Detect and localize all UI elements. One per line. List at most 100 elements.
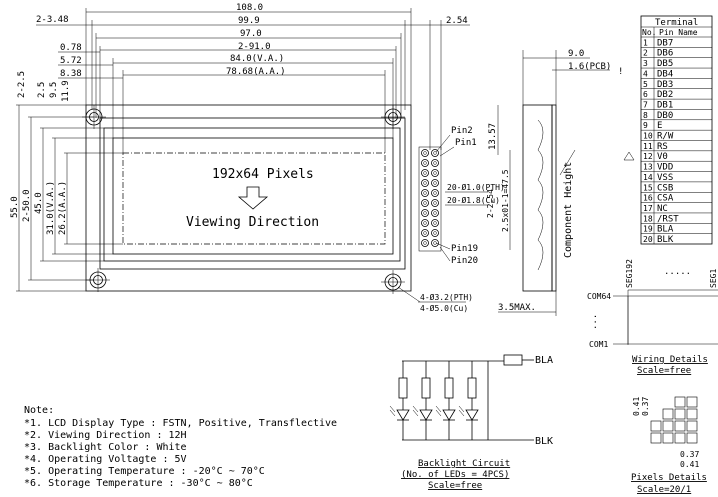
- terminal-row-pin: VSS: [657, 173, 673, 183]
- pin20-label: Pin20: [451, 256, 478, 266]
- pin-hole: [433, 191, 437, 195]
- terminal-row-no: 7: [643, 100, 648, 109]
- terminal-row-pin: V0: [657, 152, 668, 162]
- dim-55: 55.0: [10, 196, 20, 218]
- pixel-cell: [686, 420, 698, 432]
- wiring-details: SEG192 SEG1 COM64 COM1 ..... ... Wiring …: [587, 259, 718, 376]
- pixel-cell: [674, 420, 686, 432]
- pin1-label: Pin1: [455, 138, 477, 148]
- terminal-row-pin: /RST: [657, 214, 679, 224]
- terminal-row-pin: VDD: [657, 163, 673, 173]
- led-resistor: [421, 377, 431, 399]
- notes: Note: *1. LCD Display Type : FSTN, Posit…: [24, 405, 337, 489]
- pixels-scale: Scale=20/1: [637, 485, 691, 495]
- pixels-caption: Pixels Details: [631, 473, 707, 483]
- pin-pad: [431, 209, 439, 217]
- pin-pad: [421, 229, 429, 237]
- terminal-row-no: 1: [643, 38, 648, 47]
- pin-pad: [421, 169, 429, 177]
- pin2-label: Pin2: [451, 126, 473, 136]
- pixel-cell: [674, 396, 686, 408]
- terminal-row-pin: BLA: [657, 225, 674, 235]
- terminal-row-pin: RS: [657, 142, 668, 152]
- terminal-row-pin: R/W: [657, 132, 674, 142]
- bezel-outline: [99, 117, 406, 270]
- dim-9: 9.0: [568, 49, 584, 59]
- dim-9-5: 9.5: [49, 82, 59, 98]
- led-diode-icon: [465, 409, 479, 421]
- terminal-row-pin: DB4: [657, 69, 673, 79]
- dim-5-72: 5.72: [60, 56, 82, 66]
- pixel-cell: [650, 420, 662, 432]
- pin-pad: [421, 239, 429, 247]
- side-pcb: [551, 104, 557, 292]
- note-4: *4. Operating Voltagte : 5V: [24, 454, 187, 465]
- backlight-leds: (No. of LEDs = 4PCS): [401, 470, 509, 480]
- viewing-arrow-icon: [237, 186, 269, 210]
- note-5: *5. Operating Temperature : -20°C ~ 70°C: [24, 466, 265, 477]
- pixels-label: 192x64 Pixels: [212, 167, 314, 182]
- com1-label: COM1: [589, 340, 608, 349]
- dim-45: 45.0: [34, 192, 44, 214]
- seg1-label: SEG1: [709, 269, 718, 288]
- terminal-row-no: 5: [643, 80, 648, 89]
- pin-hole: [423, 191, 427, 195]
- terminal-row-pin: CSB: [657, 183, 673, 193]
- pin-hole: [423, 151, 427, 155]
- terminal-header-pin: Pin Name: [659, 28, 698, 37]
- terminal-row-no: 12: [643, 152, 653, 161]
- dim-2-50: 2-50.0: [22, 189, 32, 222]
- mount-hole-br: [381, 270, 405, 294]
- pixel-cell: [662, 408, 674, 420]
- right-dimensions: 13.57 2-2.54 2.5x01-1=47.5: [486, 105, 511, 250]
- pin-hole: [433, 241, 437, 245]
- seg192-label: SEG192: [625, 259, 634, 288]
- pin-hole: [423, 221, 427, 225]
- pin-pad: [421, 159, 429, 167]
- terminal-row-pin: BLK: [657, 235, 674, 245]
- terminal-row-pin: DB1: [657, 100, 673, 110]
- dim-3-5-max: 3.5MAX.: [498, 303, 536, 313]
- pin-hole: [433, 211, 437, 215]
- led-diode-icon: [396, 409, 410, 421]
- terminal-row-no: 4: [643, 69, 648, 78]
- dim-47-5: 2.5x01-1=47.5: [501, 169, 510, 232]
- terminal-row-no: 9: [643, 121, 648, 130]
- pixel-dim-0-41: 0.41: [632, 397, 641, 416]
- pin-pad: [421, 189, 429, 197]
- front-view: 192x64 Pixels Viewing Direction Pin2 Pin…: [82, 104, 505, 313]
- terminal-row-no: 2: [643, 49, 648, 58]
- pin-hole: [433, 161, 437, 165]
- pin-pad: [421, 149, 429, 157]
- terminal-row-no: 15: [643, 183, 653, 192]
- dim-97: 97.0: [240, 29, 262, 39]
- dim-8-38: 8.38: [60, 69, 82, 79]
- svg-text:.....: .....: [664, 267, 691, 277]
- pixel-cell: [662, 420, 674, 432]
- led-resistor: [444, 377, 454, 399]
- viewing-direction-label: Viewing Direction: [186, 215, 319, 230]
- dim-11-9: 11.9: [61, 80, 71, 102]
- bla-label: BLA: [535, 355, 553, 366]
- active-area: [122, 152, 386, 245]
- terminal-row-no: 3: [643, 59, 648, 68]
- note-2: *2. Viewing Direction : 12H: [24, 430, 187, 441]
- dim-1-6-pcb: 1.6(PCB): [568, 62, 611, 72]
- pixel-dim-0-41-h: 0.41: [680, 460, 699, 469]
- dim-84-va: 84.0(V.A.): [230, 54, 284, 64]
- svg-text:...: ...: [589, 314, 599, 330]
- terminal-row-pin: DB7: [657, 38, 673, 48]
- pin19-label: Pin19: [451, 244, 478, 254]
- cu-note: 20-Ø1.8(Cu): [447, 195, 500, 205]
- pin-pad: [431, 149, 439, 157]
- pin-pad: [421, 219, 429, 227]
- pin-pad: [431, 239, 439, 247]
- note-3: *3. Backlight Color : White: [24, 442, 187, 453]
- pin-hole: [423, 241, 427, 245]
- terminal-row-no: 13: [643, 163, 653, 172]
- terminal-row-pin: NC: [657, 204, 668, 214]
- pin-pad: [431, 179, 439, 187]
- pin-hole: [423, 161, 427, 165]
- terminal-row-no: 19: [643, 225, 653, 234]
